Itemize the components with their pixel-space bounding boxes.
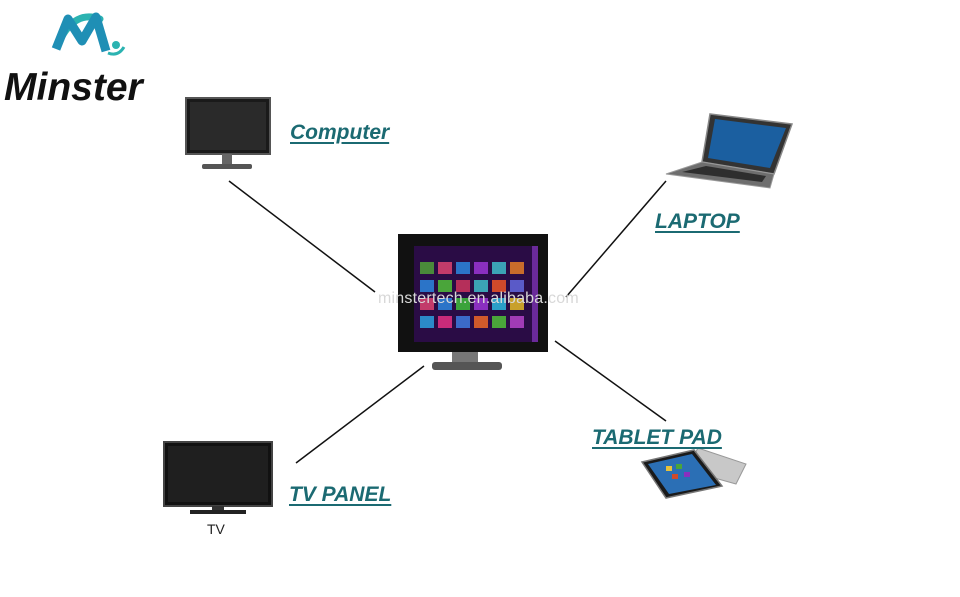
label-tv-panel: TV PANEL <box>289 483 392 506</box>
label-tablet: TABLET PAD <box>592 426 722 449</box>
privacy-filter-monitor-icon <box>398 234 548 370</box>
tv-caption: TV <box>207 521 225 537</box>
brand-name: Minster <box>4 66 143 109</box>
brand-logo-icon <box>51 12 126 56</box>
tablet-icon <box>640 447 747 499</box>
label-computer: Computer <box>290 121 390 144</box>
tv-icon <box>163 441 273 514</box>
computer-monitor-icon <box>185 97 271 169</box>
line-tablet <box>554 340 667 422</box>
label-laptop: LAPTOP <box>655 210 740 233</box>
line-tv <box>295 365 425 464</box>
line-computer <box>228 180 376 293</box>
laptop-icon <box>665 113 794 189</box>
watermark-text: minstertech.en.alibaba.com <box>378 290 579 307</box>
line-laptop <box>565 180 667 298</box>
